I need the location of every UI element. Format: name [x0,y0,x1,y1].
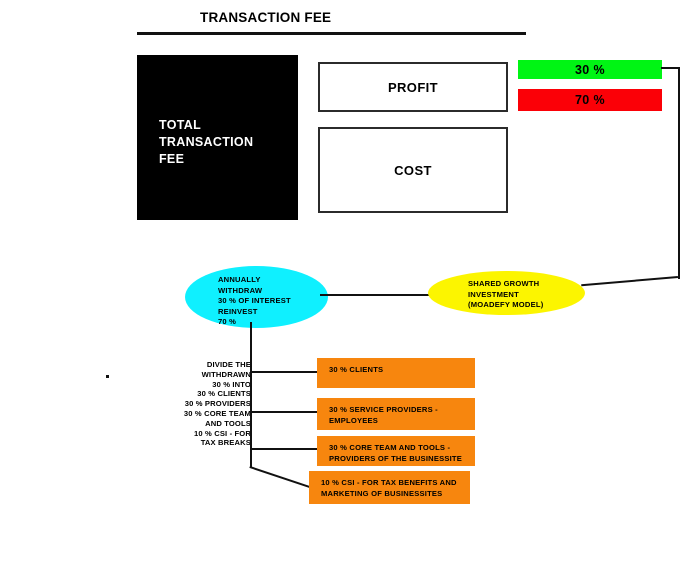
total-transaction-fee-box: TOTAL TRANSACTION FEE [137,55,298,220]
cost-share-badge: 70 % [518,89,662,111]
cost-box: COST [318,127,508,213]
connector-profit-to-right [661,67,680,69]
annual-withdraw-label: ANNUALLY WITHDRAW 30 % OF INTEREST REINV… [218,275,291,327]
profit-box: PROFIT [318,62,508,112]
connector-branch-coreteam [250,448,318,450]
profit-label: PROFIT [387,79,439,95]
connector-branch-clients [250,371,318,373]
profit-share-badge: 30 % [518,60,662,79]
connector-annual-to-shared-growth [320,294,442,296]
connector-branch-providers [250,411,318,413]
connector-right-vertical [678,67,680,279]
stray-dot-marker [106,375,109,378]
allocation-box-csi: 10 % CSI - FOR TAX BENEFITS AND MARKETIN… [309,471,470,504]
title-underline [137,32,526,35]
annual-withdraw-ellipse: ANNUALLY WITHDRAW 30 % OF INTEREST REINV… [185,266,328,328]
allocation-box-clients: 30 % CLIENTS [317,358,475,388]
shared-growth-ellipse: SHARED GROWTH INVESTMENT (MOADEFY MODEL) [428,271,585,315]
total-transaction-fee-label: TOTAL TRANSACTION FEE [159,118,254,166]
shared-growth-label: SHARED GROWTH INVESTMENT (MOADEFY MODEL) [468,279,544,310]
connector-branch-csi [249,466,310,488]
connector-right-to-shared-growth [581,276,678,287]
allocation-box-service-providers: 30 % SERVICE PROVIDERS - EMPLOYEES [317,398,475,430]
cost-label: COST [394,162,432,178]
page-title: TRANSACTION FEE [200,10,332,25]
split-legend-label: DIVIDE THE WITHDRAWN 30 % INTO 30 % CLIE… [183,360,251,448]
allocation-box-core-team-tools: 30 % CORE TEAM AND TOOLS - PROVIDERS OF … [317,436,475,466]
connector-trunk-vertical [250,322,252,467]
